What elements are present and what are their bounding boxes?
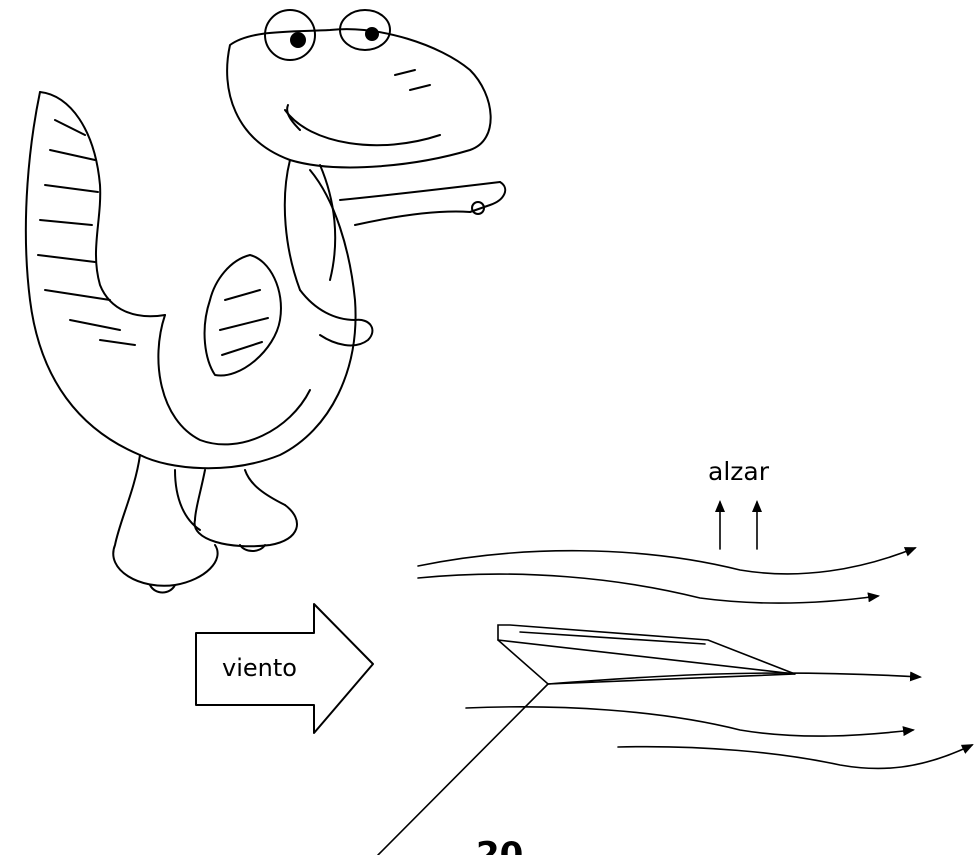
- lift-label: alzar: [708, 457, 770, 486]
- dinosaur-mascot-illustration: [26, 10, 505, 593]
- airflow-line-top: [418, 548, 915, 574]
- airflow-line-bottom: [618, 745, 972, 768]
- kite-string: [378, 684, 548, 855]
- lift-arrows: [720, 502, 757, 549]
- airflow-line-upper: [418, 574, 878, 603]
- airflow-line-lower: [466, 707, 913, 736]
- wind-label: viento: [222, 654, 297, 682]
- kite-wing-shape: [498, 625, 795, 684]
- airflow-lines: [418, 548, 972, 768]
- page-number: 20: [476, 835, 523, 855]
